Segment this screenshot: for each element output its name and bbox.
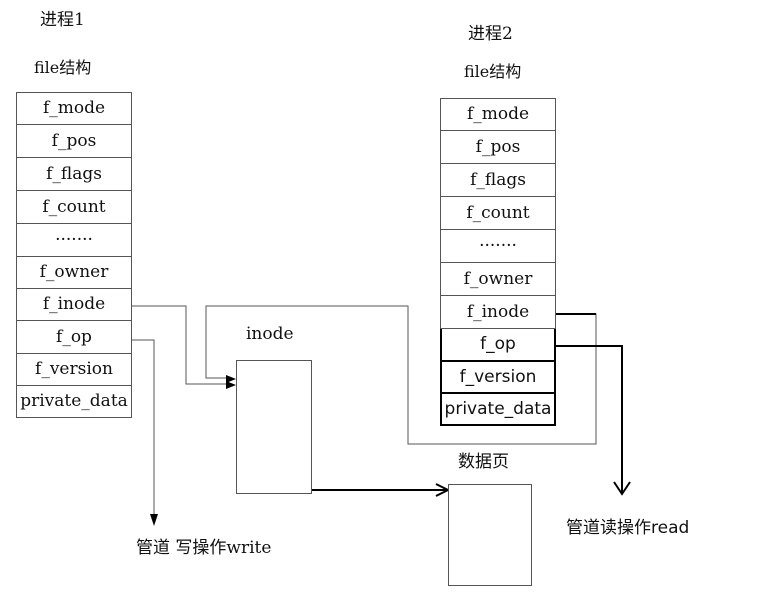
pipe-write-label: 管道 写操作write [136, 538, 272, 558]
p2-field-f-flags: f_flags [440, 164, 556, 197]
p1-field-f-mode: f_mode [16, 92, 132, 125]
p2-field-private-data: private_data [440, 394, 556, 426]
p2-field-f-mode: f_mode [440, 98, 556, 131]
write-arrowhead [150, 514, 158, 526]
p2-field-f-count: f_count [440, 197, 556, 230]
p1-field-f-op: f_op [16, 321, 132, 354]
read-arrowhead [613, 481, 631, 496]
p1-field-f-owner: f_owner [16, 257, 132, 289]
process2-struct-label: file结构 [464, 62, 522, 81]
p1-field-private-data: private_data [16, 386, 132, 418]
p1-field-ellipsis: ······· [16, 224, 132, 257]
process1-title: 进程1 [40, 10, 85, 30]
pipe-read-label: 管道读操作read [566, 518, 690, 538]
inode-label: inode [246, 324, 294, 344]
inode-arrowhead-1 [226, 375, 236, 383]
inode-arrowhead-2 [226, 381, 236, 389]
process1-file-struct: f_mode f_pos f_flags f_count ······· f_o… [16, 92, 132, 418]
p2-field-f-version: f_version [440, 362, 556, 394]
p2-field-f-op: f_op [440, 329, 556, 362]
p2-field-f-pos: f_pos [440, 131, 556, 164]
p1-field-f-count: f_count [16, 191, 132, 224]
p2-field-ellipsis: ······· [440, 230, 556, 263]
p1-field-f-flags: f_flags [16, 158, 132, 191]
data-page-label: 数据页 [458, 452, 509, 472]
data-page-box [448, 484, 532, 586]
p1-inode-connector [132, 305, 226, 385]
p2-inode-connector [205, 305, 597, 445]
process2-file-struct: f_mode f_pos f_flags f_count ······· f_o… [440, 98, 556, 426]
p1-field-f-version: f_version [16, 354, 132, 386]
p2-op-to-read-connector [556, 345, 623, 494]
p1-field-f-inode: f_inode [16, 289, 132, 321]
p2-field-f-owner: f_owner [440, 263, 556, 296]
inode-box [236, 360, 312, 494]
p1-op-to-write-connector [132, 339, 155, 522]
process1-struct-label: file结构 [34, 58, 92, 77]
p2-field-f-inode: f_inode [440, 296, 556, 329]
p1-field-f-pos: f_pos [16, 125, 132, 158]
process2-title: 进程2 [468, 24, 513, 44]
